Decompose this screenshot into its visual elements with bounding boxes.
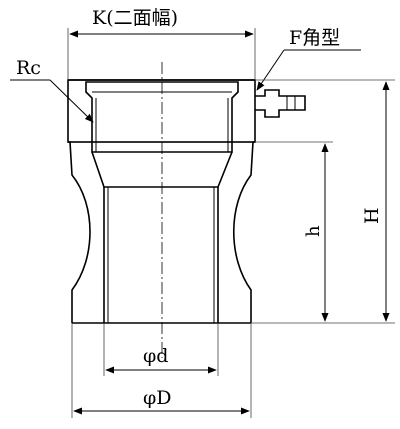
dim-d-small: φd bbox=[103, 323, 219, 376]
dim-rc: Rc bbox=[10, 57, 94, 123]
f-label: F角型 bbox=[289, 27, 340, 49]
part-outline bbox=[67, 79, 256, 324]
dim-h-large: H bbox=[255, 79, 395, 322]
dim-h-small: h bbox=[251, 141, 395, 324]
h-large-label: H bbox=[361, 207, 383, 224]
f-leader-line bbox=[256, 49, 285, 91]
body-left-profile bbox=[68, 141, 91, 323]
rc-leader-line bbox=[49, 79, 94, 123]
side-nipple bbox=[255, 89, 306, 118]
dim-f: F角型 bbox=[256, 27, 361, 91]
body-right-profile bbox=[232, 141, 255, 323]
h-small-label: h bbox=[303, 225, 324, 237]
d-small-label: φd bbox=[143, 345, 168, 367]
dim-k: K(二面幅) bbox=[67, 7, 256, 80]
d-large-label: φD bbox=[143, 387, 172, 409]
dim-d-large: φD bbox=[71, 323, 252, 418]
bore-transition bbox=[91, 151, 233, 188]
nipple-outline bbox=[255, 89, 306, 118]
rc-label: Rc bbox=[16, 57, 41, 79]
k-label: K(二面幅) bbox=[92, 7, 178, 29]
